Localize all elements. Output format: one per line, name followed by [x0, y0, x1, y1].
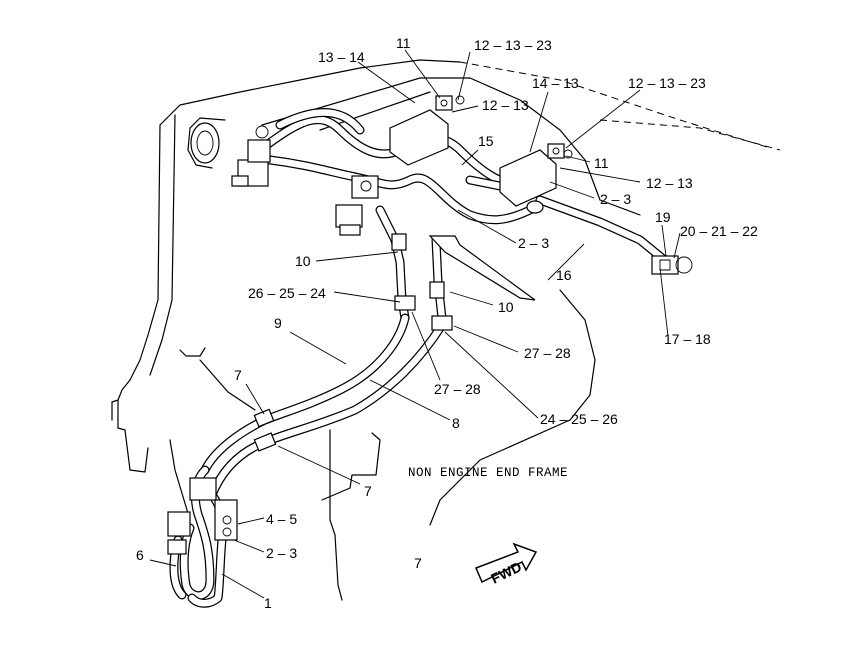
callout-19: 19: [655, 209, 671, 225]
callout-2-3-bottom: 2 – 3: [266, 545, 297, 561]
clamp-27-28: [431, 315, 453, 331]
callout-12-13-23-top: 12 – 13 – 23: [474, 37, 552, 53]
callout-16: 16: [556, 267, 572, 283]
callout-9: 9: [274, 315, 282, 331]
callout-14-13: 14 – 13: [532, 75, 579, 91]
callout-15: 15: [478, 133, 494, 149]
callout-17-18: 17 – 18: [664, 331, 711, 347]
callout-27-28-mid: 27 – 28: [434, 381, 481, 397]
callout-27-28-right: 27 – 28: [524, 345, 571, 361]
callout-12-13-right: 12 – 13: [646, 175, 693, 191]
mounting-bracket-right: [499, 149, 557, 207]
clamp-26-25-24: [394, 295, 416, 311]
mounting-bracket-top: [389, 109, 449, 166]
callout-8: 8: [452, 415, 460, 431]
port-fitting-upper-left: [190, 122, 220, 164]
callout-7-bottom: 7: [414, 555, 422, 571]
callout-12-13-top: 12 – 13: [482, 97, 529, 113]
callout-12-13-23-right: 12 – 13 – 23: [628, 75, 706, 91]
coupling-7-upper: [253, 408, 275, 428]
callout-24-25-26: 24 – 25 – 26: [540, 411, 618, 427]
callout-7-upper: 7: [234, 367, 242, 383]
callout-11-top: 11: [396, 35, 411, 51]
manifold-lower: [214, 499, 238, 541]
components: [167, 95, 693, 555]
callout-10-left: 10: [295, 253, 311, 269]
callout-1: 1: [264, 595, 272, 611]
callout-labels: 13 – 14 11 12 – 13 – 23 12 – 13 14 – 13 …: [136, 35, 758, 611]
coupling-10-left: [391, 233, 407, 251]
callout-7-mid: 7: [364, 483, 372, 499]
callout-10-right: 10: [498, 299, 514, 315]
forward-arrow: FWD: [475, 542, 538, 587]
coupling-10-right: [429, 281, 445, 299]
callout-26-25-24: 26 – 25 – 24: [248, 285, 326, 301]
frame-caption: NON ENGINE END FRAME: [408, 466, 568, 480]
tube-clamp-right: [651, 255, 679, 275]
valve-block-center: [351, 175, 379, 199]
callout-2-3-right: 2 – 3: [600, 191, 631, 207]
callout-13-14: 13 – 14: [318, 49, 365, 65]
frame-outline: [111, 59, 781, 601]
coupling-7-lower: [253, 432, 277, 452]
leader-lines: [149, 49, 681, 599]
valve-block-lower: [189, 477, 217, 501]
callout-4-5: 4 – 5: [266, 511, 297, 527]
callout-20-21-22: 20 – 21 – 22: [680, 223, 758, 239]
callout-2-3-mid: 2 – 3: [518, 235, 549, 251]
support-plate: [428, 235, 536, 301]
callout-6: 6: [136, 547, 144, 563]
callout-11-right: 11: [594, 155, 609, 171]
